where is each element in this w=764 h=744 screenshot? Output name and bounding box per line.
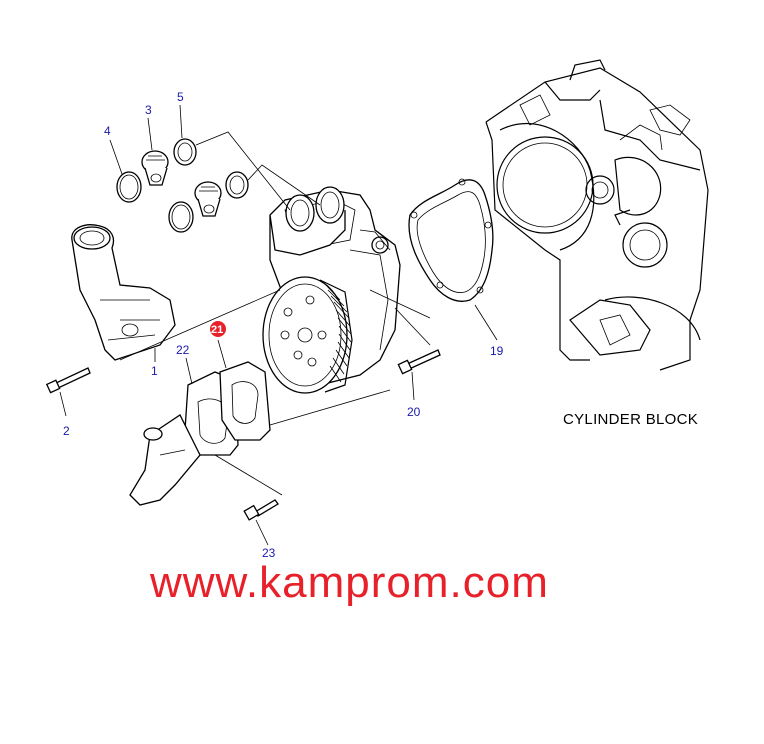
callout-5: 5 bbox=[177, 90, 184, 104]
callout-2: 2 bbox=[63, 424, 70, 438]
cylinder-block-drawing bbox=[485, 59, 709, 371]
callout-4: 4 bbox=[104, 124, 111, 138]
watermark-url: www.kamprom.com bbox=[149, 558, 549, 607]
water-pump-drawing bbox=[262, 186, 401, 394]
bolt-20-drawing bbox=[397, 349, 441, 375]
callout-20: 20 bbox=[407, 405, 421, 419]
callout-21: 21 bbox=[211, 324, 223, 336]
callout-1: 1 bbox=[151, 364, 158, 378]
cylinder-block-label: CYLINDER BLOCK bbox=[563, 411, 698, 428]
bolt-2-drawing bbox=[45, 367, 91, 394]
callout-labels: 1 2 3 4 5 19 20 21 22 23 bbox=[63, 90, 504, 560]
leader-lines bbox=[59, 104, 498, 546]
water-inlet-pipe-drawing bbox=[129, 414, 201, 506]
callout-3: 3 bbox=[145, 103, 152, 117]
callout-23: 23 bbox=[262, 546, 276, 560]
gasket-19-drawing bbox=[408, 178, 494, 302]
callout-21-highlight-marker bbox=[210, 321, 226, 337]
water-outlet-elbow-drawing bbox=[71, 224, 176, 361]
thermostat-set-drawing bbox=[116, 138, 249, 233]
callout-22: 22 bbox=[176, 343, 190, 357]
bolt-23-drawing bbox=[243, 499, 279, 521]
callout-19: 19 bbox=[490, 344, 504, 358]
gasket-21-drawing bbox=[219, 361, 271, 441]
